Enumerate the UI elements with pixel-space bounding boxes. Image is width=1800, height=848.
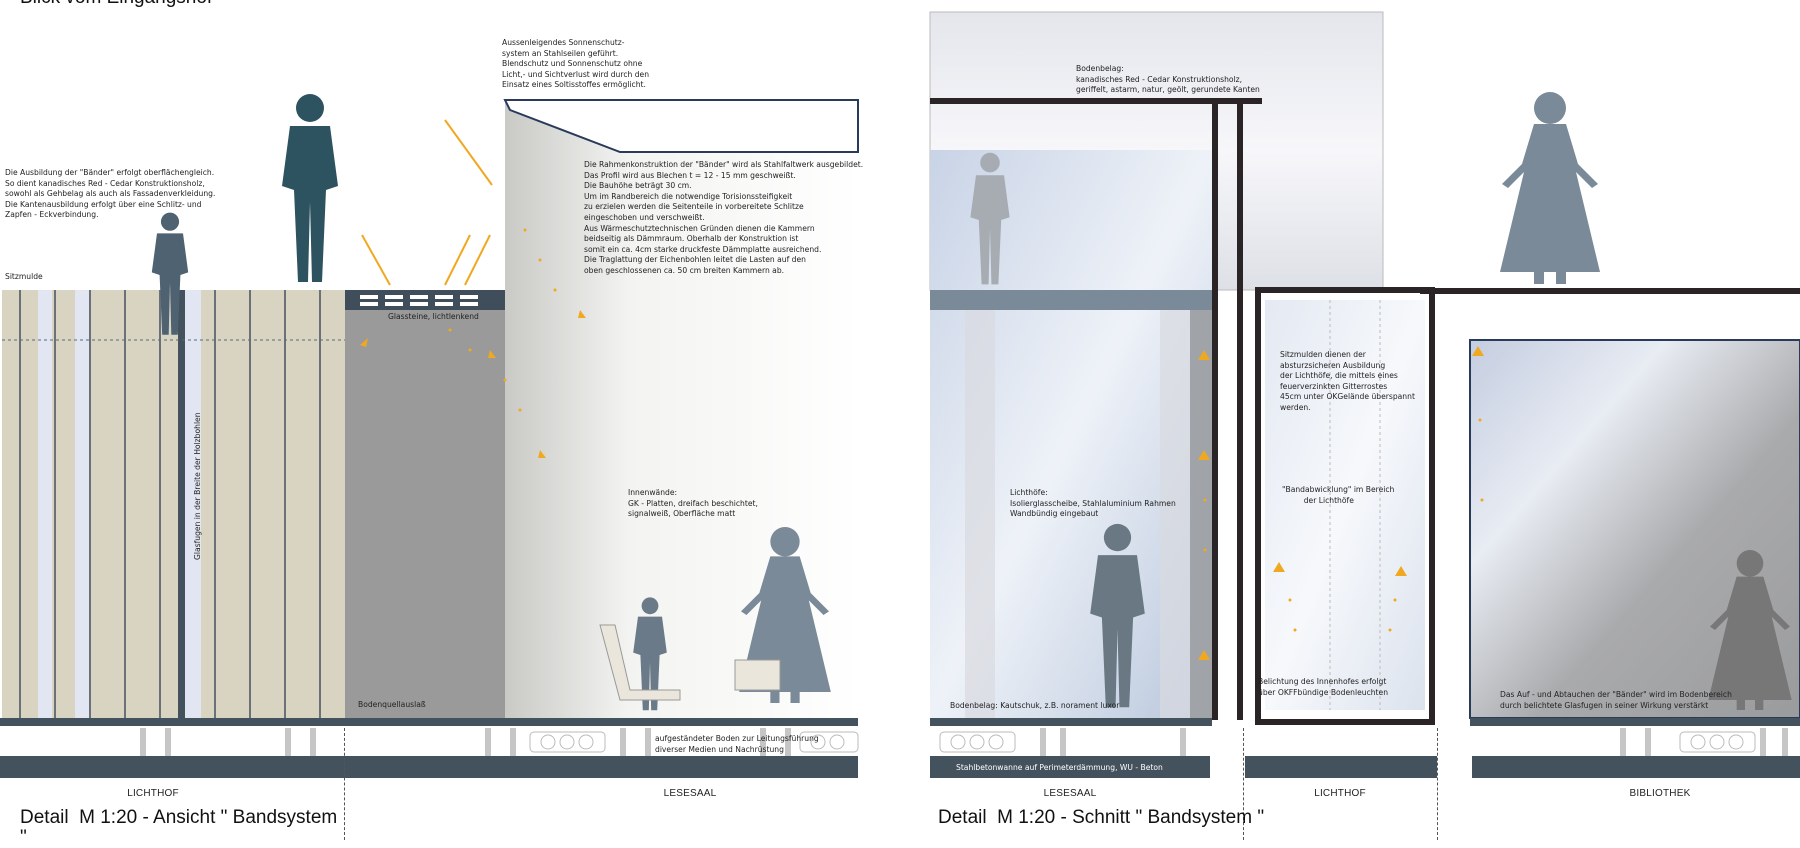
light-arrows	[1198, 346, 1484, 660]
upper-woman-figure	[1500, 92, 1600, 284]
chairs	[599, 624, 781, 701]
note-rahmenkonstruktion: Die Rahmenkonstruktion der "Bänder" wird…	[584, 160, 864, 275]
note-lichthoefe: Lichthöfe: Isolierglasscheibe, Stahlalum…	[1010, 488, 1176, 519]
note-glasfugen: Glasfugen in der Breite der Holzbohlen	[193, 412, 202, 560]
note-bodenbelag-top: Bodenbelag: kanadisches Red - Cedar Kons…	[1076, 64, 1260, 95]
note-sonnenschutz: Aussenleigendes Sonnenschutz- system an …	[502, 38, 650, 90]
sun-rays	[361, 119, 493, 286]
section-divider	[344, 728, 345, 840]
top-view-title: Blick vom Eingangshof	[20, 0, 212, 8]
right-floor-structure	[930, 718, 1800, 778]
left-floor-structure	[0, 718, 859, 778]
note-bandabwicklung: "Bandabwicklung" im Bereich der Lichthöf…	[1282, 485, 1395, 505]
standing-person-figure	[282, 94, 338, 282]
note-bodenquellauslass: Bodenquellauslaß	[358, 700, 426, 709]
note-aufgestaendert: aufgeständeter Boden zur Leitungsführung…	[655, 734, 819, 754]
room-label-bibliothek: BIBLIOTHEK	[1629, 788, 1691, 799]
glass-block-bar	[345, 290, 505, 310]
note-ausbildung: Die Ausbildung der "Bänder" erfolgt ober…	[5, 168, 216, 220]
note-bodenbelag-kautschuk: Bodenbelag: Kautschuk, z.B. norament lux…	[950, 701, 1120, 710]
note-auf-abtauchen: Das Auf - und Abtauchen der "Bänder" wir…	[1500, 690, 1732, 710]
grey-wall	[345, 300, 505, 718]
light-path-dots	[360, 228, 586, 458]
note-sitzmulden: Sitzmulden dienen der absturzsicheren Au…	[1280, 350, 1415, 412]
section-divider	[1243, 728, 1244, 840]
note-stahlbeton: Stahlbetonwanne auf Perimeterdämmung, WU…	[956, 763, 1163, 772]
wood-facade	[2, 290, 345, 718]
note-sitzmulde: Sitzmulde	[5, 272, 43, 281]
left-drawing-title: Detail M 1:20 - Ansicht " Bandsystem "	[20, 807, 338, 848]
right-drawing-title: Detail M 1:20 - Schnitt " Bandsystem "	[938, 807, 1265, 828]
note-innenwaende: Innenwände: GK - Platten, dreifach besch…	[628, 488, 758, 519]
room-label-lesesaal: LESESAAL	[1043, 788, 1097, 799]
room-label-lesesaal: LESESAAL	[663, 788, 717, 799]
room-label-lichthof: LICHTHOF	[1314, 788, 1366, 799]
room-label-lichthof: LICHTHOF	[127, 788, 179, 799]
note-belichtung: Belichtung des Innenhofes erfolgt über O…	[1258, 677, 1389, 697]
section-divider	[1437, 728, 1438, 840]
note-glassteine: Glassteine, lichtlenkend	[388, 312, 479, 321]
